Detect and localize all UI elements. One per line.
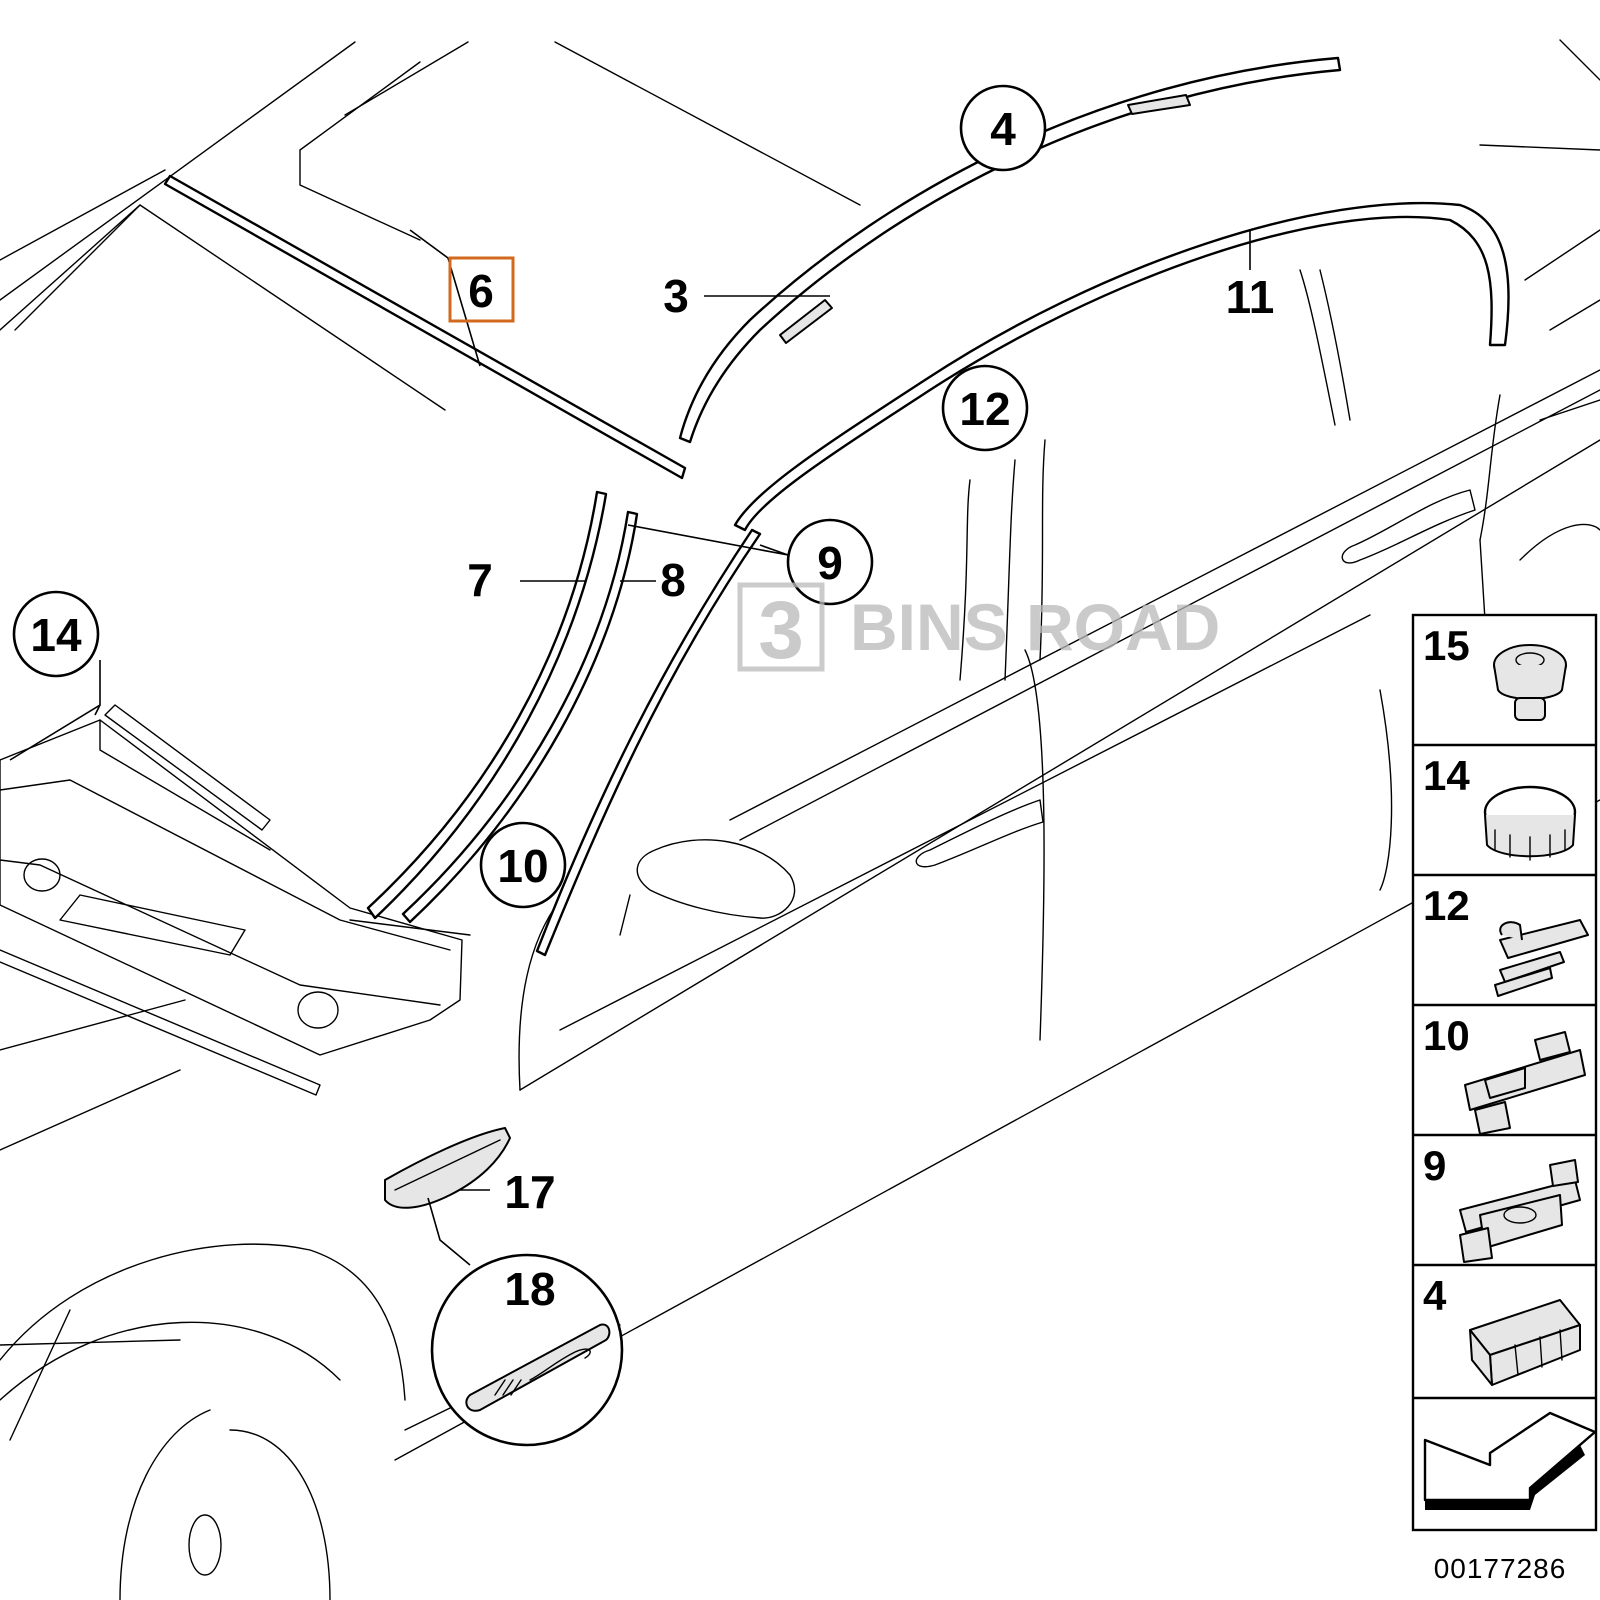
moulding-clip-icon	[1469, 1299, 1581, 1386]
callout-11: 11	[1226, 271, 1275, 323]
legend-label-15: 15	[1423, 622, 1470, 669]
windshield-upper-moulding	[163, 174, 687, 480]
watermark: 3 BINS ROAD	[737, 582, 1220, 676]
legend-label-10: 10	[1423, 1012, 1470, 1059]
watermark-text: BINS ROAD	[850, 590, 1220, 664]
retainer-clip-icon	[1459, 1159, 1581, 1263]
callout-8: 8	[660, 554, 686, 606]
callout-leaders	[9, 229, 1251, 1350]
a-pillar-trim-outer	[366, 490, 608, 920]
legend-label-12: 12	[1423, 882, 1470, 929]
m3-badge-icon	[465, 1323, 611, 1412]
bracket-clip-icon	[1464, 1031, 1586, 1135]
callout-18: 18	[504, 1263, 555, 1315]
a-pillar-seal	[535, 528, 762, 957]
legend-label-9: 9	[1423, 1142, 1446, 1189]
callout-9: 9	[817, 537, 843, 589]
cowl-panel	[0, 704, 471, 1096]
door-frame-moulding	[733, 201, 1510, 532]
side-indicator-badge	[384, 1127, 511, 1209]
trim-clip-icon	[1494, 919, 1589, 997]
diagram-reference-number: 00177286	[1434, 1553, 1567, 1584]
badge-detail: 18	[430, 1253, 624, 1447]
a-pillar-trim-inner	[401, 510, 639, 924]
car-body-outline	[0, 39, 1600, 1600]
watermark-mark: 3	[758, 585, 804, 676]
callout-4: 4	[990, 103, 1016, 155]
clip-nut-icon	[1483, 785, 1577, 861]
callout-6-highlight	[448, 256, 515, 323]
expanding-rivet-icon	[1493, 644, 1567, 721]
roof-moulding-clip-upper	[1127, 94, 1191, 115]
callout-17: 17	[504, 1166, 555, 1218]
parts-legend: 15 14 12 10 9	[1411, 613, 1598, 1532]
callout-7: 7	[467, 554, 493, 606]
roof-moulding-clip-lower	[779, 299, 833, 344]
callout-14: 14	[30, 609, 82, 661]
legend-label-4: 4	[1423, 1272, 1447, 1319]
callout-6: 6	[468, 265, 494, 317]
direction-arrow-icon	[1423, 1411, 1597, 1510]
callout-10: 10	[497, 840, 548, 892]
callout-12: 12	[959, 383, 1010, 435]
callout-3: 3	[663, 270, 689, 322]
legend-label-14: 14	[1423, 752, 1470, 799]
